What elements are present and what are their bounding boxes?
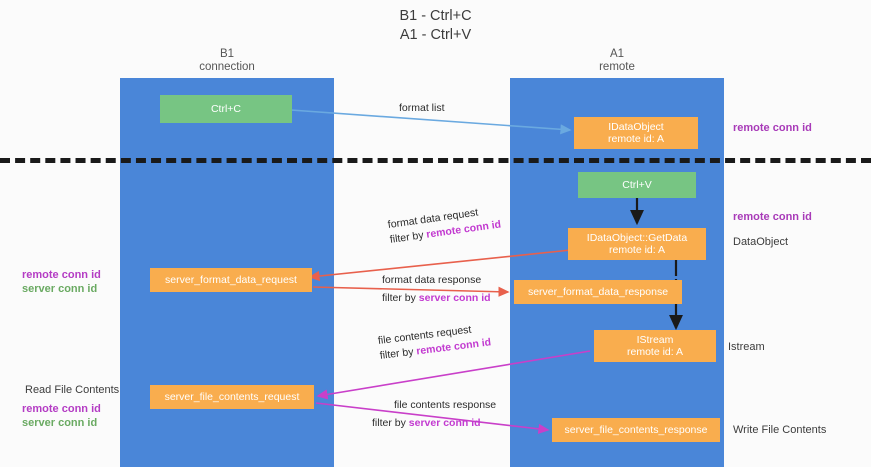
annotation-read-file-contents: Read File Contents xyxy=(25,384,120,396)
node-istream[interactable]: IStream remote id: A xyxy=(594,330,716,362)
node-getdata-label: IDataObject::GetData xyxy=(586,231,688,244)
node-server-file-contents-response[interactable]: server_file_contents_response xyxy=(552,418,720,442)
node-istream-sub: remote id: A xyxy=(626,346,684,358)
node-idataobject[interactable]: IDataObject remote id: A xyxy=(574,117,698,149)
edge-label-format-list: format list xyxy=(399,101,445,116)
annotation-remote-conn-id-mid: remote conn id xyxy=(733,211,812,223)
column-a1-name: A1 xyxy=(609,48,625,60)
filter-by-prefix: filter by xyxy=(389,228,428,246)
annotation-left-pair-bottom: remote conn id server conn id xyxy=(22,403,101,430)
title-line-1: B1 - Ctrl+C xyxy=(399,8,472,24)
column-header-b1: B1 connection xyxy=(120,48,334,74)
node-getdata[interactable]: IDataObject::GetData remote id: A xyxy=(568,228,706,260)
edge-label-file-contents-response: file contents response filter by server … xyxy=(372,398,497,431)
column-a1-role: remote xyxy=(599,61,635,73)
arrow-format-data-response xyxy=(312,286,510,297)
node-ctrl-v-label: Ctrl+V xyxy=(622,178,652,191)
filter-by-prefix-2: filter by xyxy=(382,292,419,304)
column-header-a1: A1 remote xyxy=(510,48,724,74)
node-idataobject-label: IDataObject xyxy=(608,120,664,133)
column-b1-name: B1 xyxy=(219,48,235,60)
edge-file-contents-response-line1: file contents response xyxy=(394,399,497,411)
arrow-format-data-request xyxy=(308,249,572,282)
annotation-write-file-contents: Write File Contents xyxy=(733,424,827,436)
node-istream-label: IStream xyxy=(636,333,674,346)
filter-by-prefix-3: filter by xyxy=(379,345,418,362)
arrow-file-contents-response xyxy=(315,402,550,434)
annotation-istream: Istream xyxy=(728,341,765,353)
edge-format-data-response-line2: filter by server conn id xyxy=(382,291,491,306)
node-server-format-data-request-label: server_format_data_request xyxy=(165,273,297,286)
node-getdata-sub: remote id: A xyxy=(608,244,666,256)
edge-label-format-data-response: format data response filter by server co… xyxy=(382,273,491,306)
edge-format-list-line1: format list xyxy=(399,102,445,114)
node-ctrl-v[interactable]: Ctrl+V xyxy=(578,172,696,198)
annotation-dataobject: DataObject xyxy=(733,236,789,248)
filter-by-prefix-4: filter by xyxy=(372,417,409,429)
annotation-remote-conn-id-top: remote conn id xyxy=(733,122,812,134)
annotation-left-bottom-remote: remote conn id xyxy=(22,403,101,415)
node-server-format-data-response-label: server_format_data_response xyxy=(527,285,669,298)
column-b1-role: connection xyxy=(199,61,255,73)
node-server-format-data-response[interactable]: server_format_data_response xyxy=(514,280,682,304)
arrow-format-list xyxy=(276,108,572,135)
node-idataobject-sub: remote id: A xyxy=(607,133,665,145)
node-ctrl-c-label: Ctrl+C xyxy=(210,102,242,115)
node-ctrl-c[interactable]: Ctrl+C xyxy=(160,95,292,123)
node-server-file-contents-response-label: server_file_contents_response xyxy=(564,423,708,436)
node-server-format-data-request[interactable]: server_format_data_request xyxy=(150,268,312,292)
annotation-left-bottom-server: server conn id xyxy=(22,416,98,429)
page-title: B1 - Ctrl+C A1 - Ctrl+V xyxy=(0,7,871,45)
edge-format-data-response-line1: format data response xyxy=(382,274,482,286)
annotation-left-pair-mid: remote conn id server conn id xyxy=(22,269,101,296)
node-server-file-contents-request[interactable]: server_file_contents_request xyxy=(150,385,314,409)
title-line-2: A1 - Ctrl+V xyxy=(399,27,472,43)
edge-file-contents-response-line2: filter by server conn id xyxy=(372,416,496,431)
annotation-left-mid-server: server conn id xyxy=(22,282,98,295)
node-server-file-contents-request-label: server_file_contents_request xyxy=(164,390,300,403)
filter-key-server-conn-id: server conn id xyxy=(418,292,491,304)
arrow-file-contents-request xyxy=(316,350,591,400)
filter-key-server-conn-id-2: server conn id xyxy=(408,417,481,429)
phase-divider xyxy=(0,158,871,163)
annotation-left-mid-remote: remote conn id xyxy=(22,269,101,281)
